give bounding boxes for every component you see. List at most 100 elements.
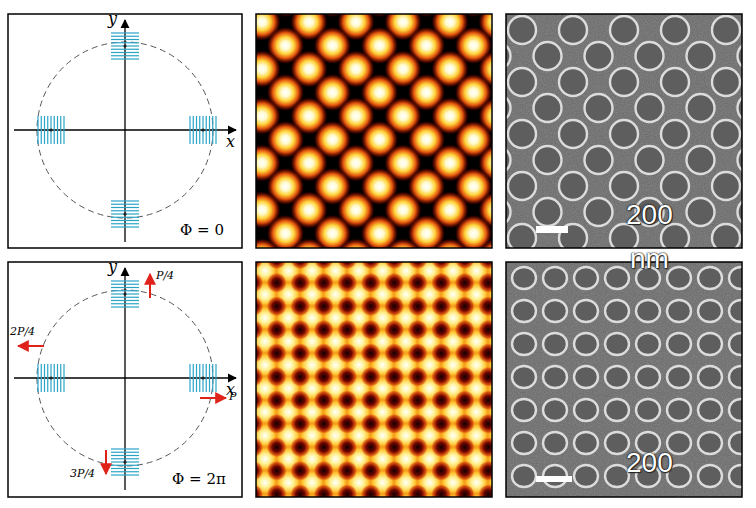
- ring: [698, 465, 722, 487]
- panel-frame: [8, 14, 242, 248]
- ring: [729, 333, 742, 355]
- ring: [574, 432, 598, 454]
- scale-label: 200: [626, 200, 673, 231]
- ring: [534, 146, 562, 174]
- ring: [610, 120, 638, 148]
- ring: [543, 366, 567, 388]
- ring: [698, 333, 722, 355]
- schematic: [14, 268, 236, 490]
- ring: [687, 198, 715, 226]
- grating-patch: [38, 364, 64, 392]
- ring: [534, 42, 562, 70]
- ring: [574, 300, 598, 322]
- ring: [610, 16, 638, 44]
- ring: [636, 42, 664, 70]
- ring: [605, 432, 629, 454]
- panel-frame: [256, 262, 492, 497]
- ring: [534, 198, 562, 226]
- ring: [574, 366, 598, 388]
- scale-label: 200: [626, 448, 673, 479]
- panel-frames: [8, 14, 742, 497]
- ring: [698, 267, 722, 289]
- grating-patch: [190, 364, 216, 392]
- shift-label: P: [229, 391, 236, 403]
- ring: [667, 333, 691, 355]
- ring: [712, 120, 740, 148]
- ring: [512, 300, 536, 322]
- ring: [512, 333, 536, 355]
- shift-label: 2P/4: [10, 326, 35, 338]
- shift-arrow: [18, 345, 44, 347]
- ring: [585, 198, 613, 226]
- ring: [605, 366, 629, 388]
- ring: [687, 94, 715, 122]
- ring: [512, 267, 536, 289]
- interference-pattern: [196, 0, 587, 508]
- ring: [610, 172, 638, 200]
- axis-label: y: [108, 10, 117, 28]
- axis-label: x: [226, 133, 235, 151]
- ring: [605, 465, 629, 487]
- ring: [512, 432, 536, 454]
- ring: [508, 224, 536, 248]
- ring: [508, 68, 536, 96]
- ring: [729, 300, 742, 322]
- panel-frame: [506, 262, 742, 497]
- ring: [636, 399, 660, 421]
- ring: [585, 94, 613, 122]
- ring: [729, 465, 742, 487]
- ring: [574, 267, 598, 289]
- ring: [661, 172, 689, 200]
- grating-patch: [111, 449, 139, 475]
- ring: [661, 68, 689, 96]
- y-axis: [124, 268, 125, 490]
- ring: [605, 333, 629, 355]
- ring: [636, 94, 664, 122]
- shift-label: 3P/4: [70, 468, 95, 480]
- ring: [610, 68, 638, 96]
- ring: [729, 432, 742, 454]
- ring: [605, 267, 629, 289]
- ring: [636, 300, 660, 322]
- scale-label: nm: [630, 244, 669, 275]
- ring: [687, 146, 715, 174]
- ring: [605, 300, 629, 322]
- phase-label: Φ = 2π: [172, 471, 226, 488]
- panel-frame: [256, 14, 492, 248]
- ring: [559, 120, 587, 148]
- ring: [729, 267, 742, 289]
- scale-bar: [536, 476, 572, 482]
- ring: [698, 300, 722, 322]
- shift-arrow: [149, 274, 151, 298]
- scale-bar: [536, 226, 568, 233]
- ring: [687, 42, 715, 70]
- ring: [636, 366, 660, 388]
- grating-patch: [111, 281, 139, 307]
- ring: [636, 333, 660, 355]
- ring: [698, 399, 722, 421]
- ring: [712, 172, 740, 200]
- ring: [574, 465, 598, 487]
- ring: [585, 146, 613, 174]
- panel-frame: [506, 14, 742, 248]
- ring: [636, 146, 664, 174]
- ring: [729, 399, 742, 421]
- grating-patch: [111, 33, 139, 59]
- ring: [661, 120, 689, 148]
- ring: [667, 399, 691, 421]
- shift-arrow: [200, 397, 226, 399]
- grating-schematic: [14, 20, 236, 490]
- ring: [534, 94, 562, 122]
- ring: [508, 16, 536, 44]
- ring: [559, 68, 587, 96]
- panel-frame: [8, 262, 242, 497]
- ring: [585, 42, 613, 70]
- shift-label: P/4: [156, 270, 174, 282]
- ring: [574, 333, 598, 355]
- ring: [508, 120, 536, 148]
- grating-patch: [38, 116, 64, 144]
- ring: [698, 366, 722, 388]
- ring: [605, 399, 629, 421]
- ring: [729, 366, 742, 388]
- y-axis: [124, 20, 125, 242]
